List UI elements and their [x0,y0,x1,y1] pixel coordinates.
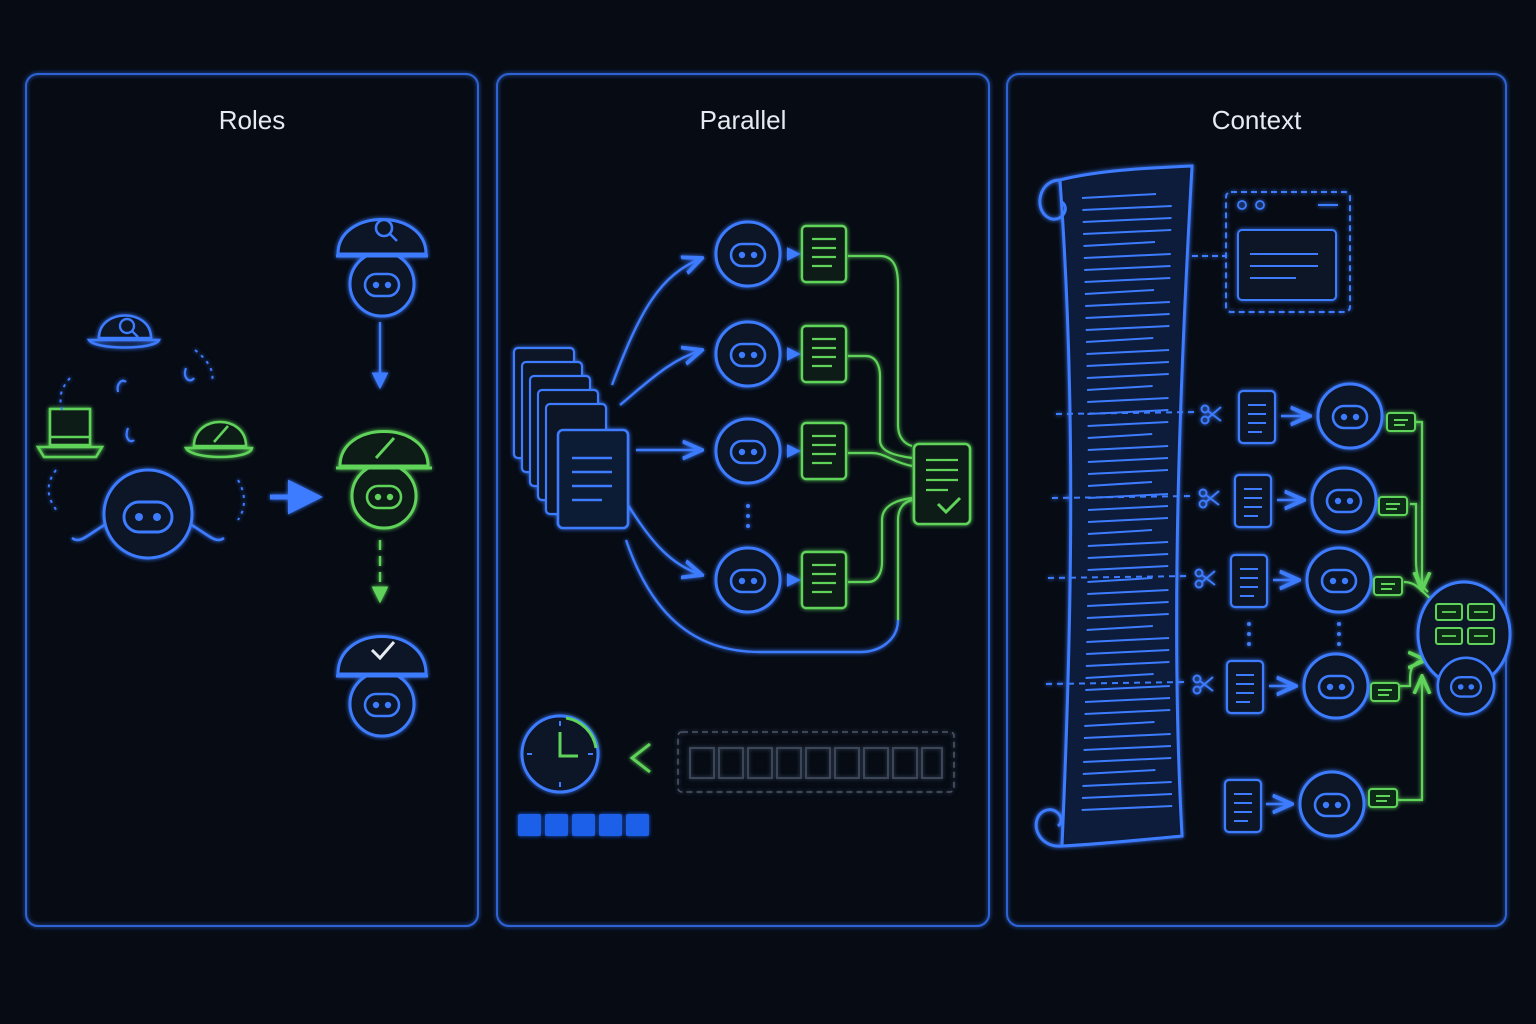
parallel-row-2 [714,320,848,388]
context-diagram [1034,164,1512,848]
check-robot-icon [336,635,428,738]
robot-icon [714,546,782,614]
panel-title-parallel: Parallel [699,105,787,135]
parallel-diagram [512,220,972,836]
robot-icon [1298,770,1366,838]
context-row [1047,546,1403,614]
detective-robot-icon [336,218,428,318]
panel-parallel-frame [496,73,990,927]
short-progress-bar [518,814,649,836]
pencil-robot-icon [336,430,432,530]
robot-icon [71,468,225,560]
panel-roles-frame [25,73,479,927]
document-icon [800,324,848,384]
scissors-icon [1194,568,1216,589]
message-icon [1386,412,1416,432]
clock-icon [520,714,600,794]
parallel-row-3 [714,417,848,485]
long-progress-bar [677,731,955,793]
context-row [1223,770,1398,838]
message-icon [1368,788,1398,808]
robot-icon [1316,382,1384,450]
pencil-cap-icon [183,420,254,459]
scissors-icon [1198,488,1220,509]
message-icon [1378,496,1408,516]
message-icon [1370,682,1400,702]
context-row [1051,466,1408,534]
less-than-icon [629,742,651,774]
roles-diagram [35,218,432,738]
document-icon [800,421,848,481]
top-hat-icon [35,407,105,459]
robot-icon [1302,652,1370,720]
panel-title-context: Context [1211,105,1302,135]
robot-icon [1305,546,1373,614]
document-icon [1237,389,1277,445]
merged-document-check-icon [912,442,972,526]
document-icon [1223,778,1263,834]
parallel-row-1 [714,220,848,288]
parallel-row-4 [714,546,848,614]
scissors-icon [1200,404,1222,425]
context-row [1045,652,1400,720]
robot-icon [714,417,782,485]
message-icon [1373,576,1403,596]
document-icon [800,224,848,284]
context-row [1055,382,1416,450]
robot-icon [714,220,782,288]
scroll-icon [1034,164,1194,848]
robot-icon [1310,466,1378,534]
scissors-icon [1192,674,1214,695]
window-icon [1192,191,1351,313]
aggregator-robot-icon [1416,580,1512,716]
robot-icon [714,320,782,388]
document-icon [1229,553,1269,609]
document-stack-icon [512,346,630,530]
panel-context-frame [1006,73,1507,927]
document-icon [1225,659,1265,715]
detective-hat-icon [86,314,161,349]
panel-title-roles: Roles [218,105,286,135]
document-icon [800,550,848,610]
document-icon [1233,473,1273,529]
